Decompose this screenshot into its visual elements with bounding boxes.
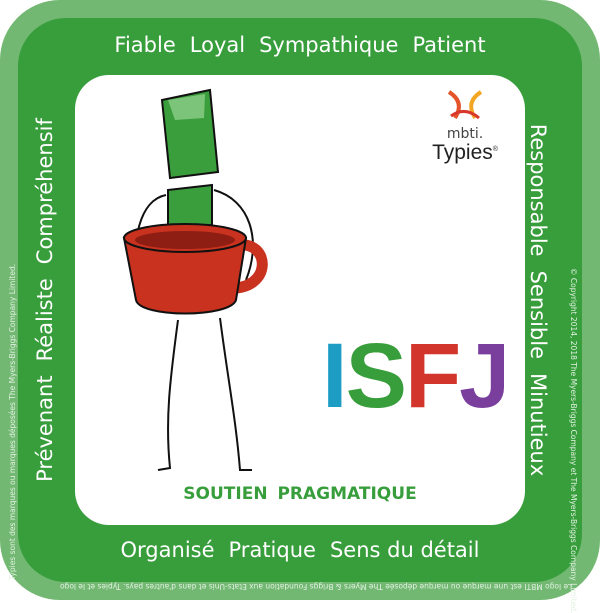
type-letter-j: J [459, 325, 510, 427]
type-letter-s: S [345, 325, 407, 427]
trait: Organisé [120, 538, 215, 562]
mbti-wordmark: mbti. [446, 126, 484, 142]
trait: Sympathique [259, 33, 399, 57]
trait: Loyal [189, 33, 246, 57]
type-letter-f: F [404, 325, 461, 427]
traits-bottom: Organisé Pratique Sens du détail [0, 538, 600, 562]
trait: Pratique [228, 538, 316, 562]
typies-wordmark: Typies® [432, 141, 498, 164]
figure-illustration [122, 88, 268, 471]
paper-head [160, 88, 220, 230]
personality-type: ISFJ [322, 330, 510, 422]
traits-top: Fiable Loyal Sympathique Patient [0, 33, 600, 57]
trait: Fiable [114, 33, 176, 57]
trait: Sens du détail [329, 538, 480, 562]
mbti-logo-icon [447, 90, 483, 120]
mbti-typies-logo: mbti. Typies® [420, 88, 510, 163]
coffee-mug [122, 223, 268, 315]
type-letter-i: I [322, 325, 348, 427]
type-tagline: SOUTIEN PRAGMATIQUE [183, 484, 417, 504]
trait: Patient [412, 33, 486, 57]
